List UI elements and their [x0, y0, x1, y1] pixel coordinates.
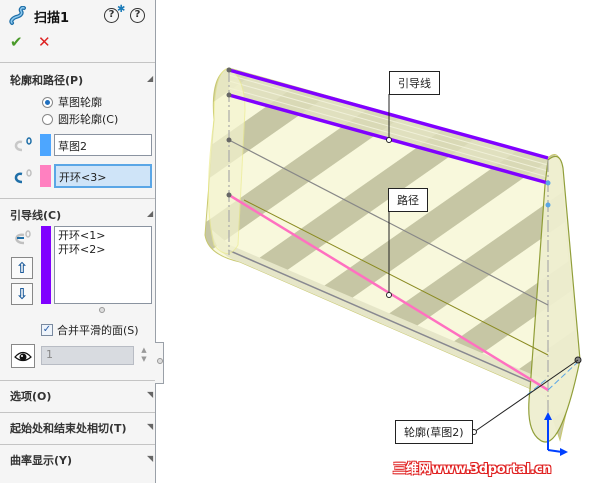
divider	[0, 444, 155, 445]
spinner-arrows[interactable]: ▲▼	[141, 346, 147, 363]
move-up-button[interactable]: ⇧	[11, 257, 33, 279]
divider	[0, 198, 155, 199]
sweep-preview-model[interactable]	[157, 0, 613, 483]
guide-color-swatch	[41, 226, 51, 304]
expand-icon[interactable]: ◥	[147, 454, 154, 463]
section-count-input[interactable]: 1	[41, 346, 134, 365]
section-options-title[interactable]: 选项(O)	[10, 390, 52, 403]
list-item[interactable]: 开环<1>	[58, 229, 106, 242]
callout-profile[interactable]: 轮廓(草图2)	[395, 420, 473, 444]
list-item[interactable]: 开环<2>	[58, 243, 106, 256]
callout-path[interactable]: 路径	[388, 188, 428, 212]
watermark: 三维网www.3dportal.cn	[393, 462, 552, 477]
panel-header: 扫描1	[8, 6, 69, 26]
whats-new-help-button[interactable]: ?	[104, 8, 119, 23]
graphics-viewport[interactable]	[157, 0, 613, 483]
help-button[interactable]: ?	[130, 8, 145, 23]
panel-resize-handle[interactable]	[157, 358, 163, 364]
eye-icon	[14, 351, 32, 362]
merge-smooth-faces-option[interactable]: ✓ 合并平滑的面(S)	[41, 322, 139, 338]
divider	[0, 412, 155, 413]
checkbox-label: 合并平滑的面(S)	[57, 324, 139, 337]
profile-select-icon	[14, 137, 32, 152]
section-profile-path-title[interactable]: 轮廓和路径(P)	[10, 74, 84, 87]
list-resize-handle[interactable]	[99, 307, 105, 313]
property-manager-panel: 扫描1 ? ✱ ? ✔ ✕ 轮廓和路径(P) ◢ 草图轮廓 圆形轮廓(C) 草图…	[0, 0, 156, 483]
path-selection-field[interactable]: 开环<3>	[54, 164, 152, 188]
radio-label: 草图轮廓	[58, 96, 102, 109]
radio-label: 圆形轮廓(C)	[58, 113, 119, 126]
guide-select-icon	[15, 230, 31, 245]
collapse-icon[interactable]: ◢	[147, 74, 154, 83]
profile-selection-field[interactable]: 草图2	[54, 134, 152, 156]
section-curvature-title[interactable]: 曲率显示(Y)	[10, 454, 73, 467]
radio-button[interactable]	[42, 96, 53, 108]
profile-color-swatch	[40, 134, 51, 156]
star-icon: ✱	[117, 4, 126, 15]
guide-curves-list[interactable]: 开环<1> 开环<2>	[54, 226, 152, 304]
ok-button[interactable]: ✔	[10, 33, 23, 51]
divider	[0, 62, 155, 63]
path-color-swatch	[40, 165, 51, 187]
expand-icon[interactable]: ◥	[147, 422, 154, 431]
section-tangency-title[interactable]: 起始处和结束处相切(T)	[10, 422, 127, 435]
radio-button[interactable]	[42, 113, 53, 125]
cancel-button[interactable]: ✕	[38, 33, 51, 51]
sweep-icon	[9, 6, 26, 25]
merge-checkbox[interactable]: ✓	[41, 324, 53, 336]
radio-circular-profile[interactable]: 圆形轮廓(C)	[42, 111, 118, 127]
expand-icon[interactable]: ◥	[147, 390, 154, 399]
show-sections-button[interactable]	[11, 344, 35, 368]
radio-sketch-profile[interactable]: 草图轮廓	[42, 94, 102, 110]
feature-title: 扫描1	[34, 10, 70, 26]
section-guides-title[interactable]: 引导线(C)	[10, 209, 62, 222]
callout-guide-curve[interactable]: 引导线	[389, 71, 440, 95]
collapse-icon[interactable]: ◢	[147, 209, 154, 218]
move-down-button[interactable]: ⇩	[11, 283, 33, 305]
path-select-icon	[14, 169, 32, 184]
divider	[0, 380, 155, 381]
